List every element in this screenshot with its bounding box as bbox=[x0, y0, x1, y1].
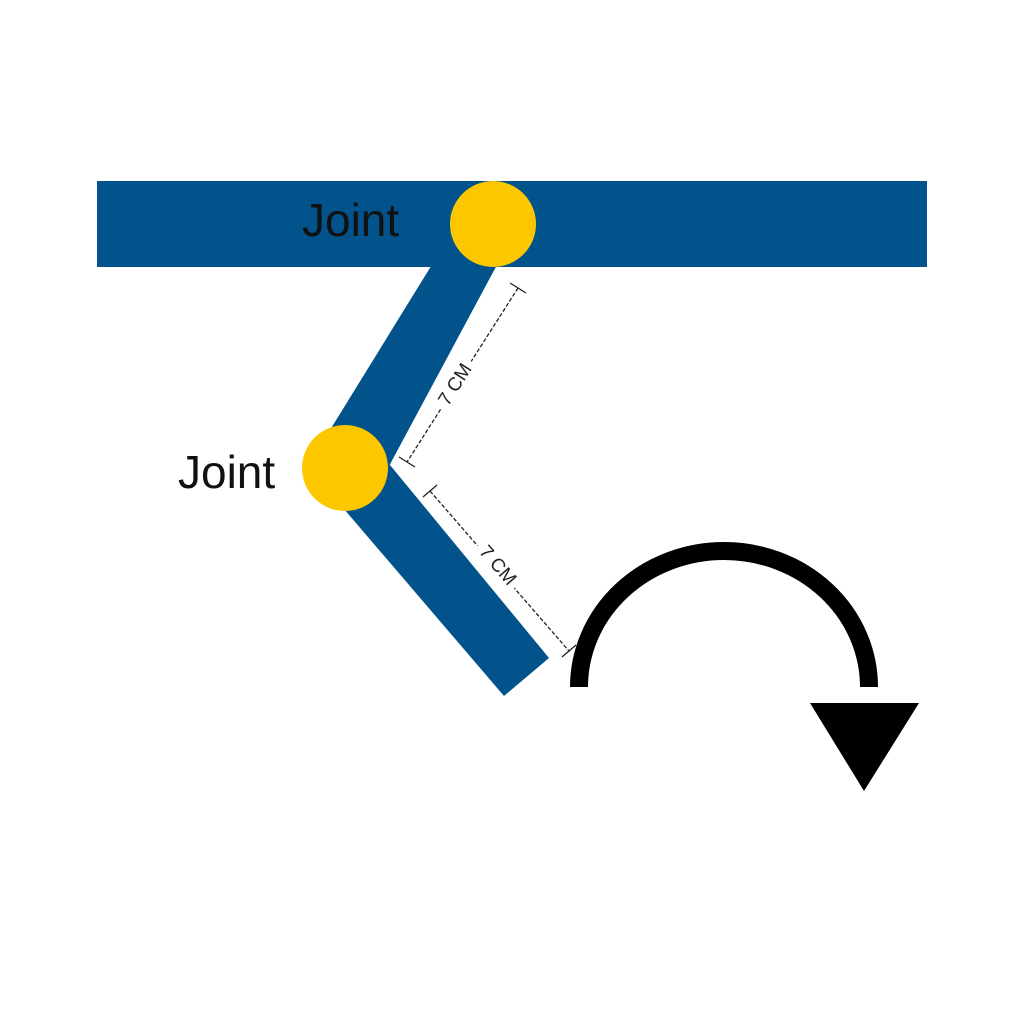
upper-dimension-end-cap bbox=[509, 282, 527, 294]
lower-dimension-start-cap bbox=[422, 484, 438, 498]
middle-joint bbox=[302, 425, 388, 511]
rotation-arrow-arc bbox=[570, 542, 878, 688]
top-joint-label: Joint bbox=[302, 194, 399, 246]
upper-dimension-start-cap bbox=[398, 456, 416, 468]
lower-dimension-end-cap bbox=[561, 644, 577, 658]
upper-link bbox=[330, 263, 498, 468]
rotation-arrow-head bbox=[810, 703, 919, 791]
upper-dimension-text-gap bbox=[430, 354, 482, 416]
middle-joint-label: Joint bbox=[178, 446, 275, 498]
lower-link bbox=[326, 448, 549, 696]
top-joint bbox=[450, 181, 536, 267]
curved-arrow-clockwise-icon bbox=[570, 542, 919, 791]
lower-dimension-text-gap bbox=[469, 536, 525, 596]
